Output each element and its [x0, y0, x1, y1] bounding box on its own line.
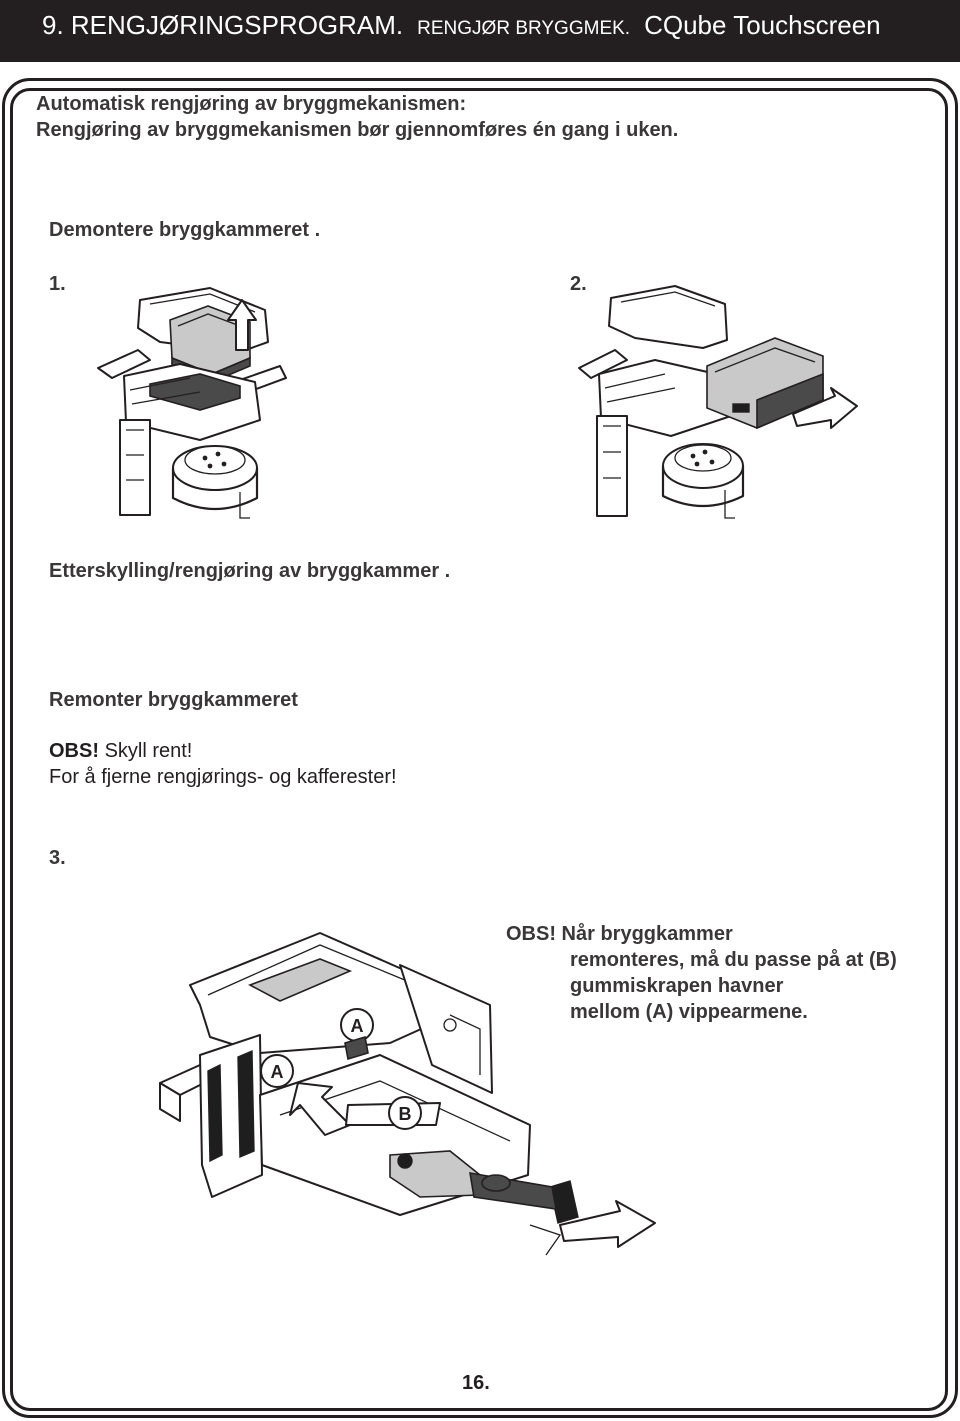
figure-3-label: 3.	[49, 847, 66, 869]
header-subsection-title: RENGJØR BRYGGMEK.	[417, 18, 631, 39]
figure-1-brew-unit-illustration	[97, 287, 287, 519]
figure-3-marker-b: B	[399, 1104, 412, 1124]
rinse-heading: Etterskylling/rengjøring av bryggkammer …	[49, 560, 451, 582]
obs-note-line-4: mellom (A) vippearmene.	[570, 1001, 808, 1023]
figure-2-label: 2.	[570, 273, 587, 295]
figure-3-reassembly-illustration: A A B	[159, 932, 656, 1256]
obs-rinse-note: OBS! Skyll rent!	[49, 739, 192, 763]
reassemble-heading: Remonter bryggkammeret	[49, 689, 298, 711]
obs-rinse-text: Skyll rent!	[104, 740, 193, 762]
figure-1-label: 1.	[49, 273, 66, 295]
obs-rinse-reason: For å fjerne rengjørings- og kafferester…	[49, 766, 397, 788]
obs-note-line-3: gummiskrapen havner	[570, 975, 784, 997]
obs-note-line-2: remonteres, må du passe på at (B)	[570, 949, 897, 971]
page-number: 16.	[462, 1372, 490, 1394]
page-frame-outer	[2, 78, 958, 1418]
header-section-title: 9. RENGJØRINGSPROGRAM.	[42, 10, 404, 40]
disassemble-heading: Demontere bryggkammeret .	[49, 219, 321, 241]
header-product-name: CQube Touchscreen	[644, 10, 881, 40]
figure-2-brew-unit-illustration	[578, 285, 858, 519]
figure-3-marker-a-lower: A	[271, 1062, 284, 1082]
intro-text: Rengjøring av bryggmekanismen bør gjenno…	[36, 119, 679, 141]
page-frame-inner	[10, 88, 948, 1411]
figure-3-marker-a-upper: A	[351, 1016, 364, 1036]
obs-note-line-1: OBS! Når bryggkammer	[506, 923, 733, 945]
intro-heading: Automatisk rengjøring av bryggmekanismen…	[36, 93, 467, 115]
obs-label: OBS!	[49, 740, 99, 762]
header-bar: 9. RENGJØRINGSPROGRAM. RENGJØR BRYGGMEK. C…	[0, 0, 960, 62]
header-title: 9. RENGJØRINGSPROGRAM. RENGJØR BRYGGMEK. C…	[42, 10, 881, 41]
